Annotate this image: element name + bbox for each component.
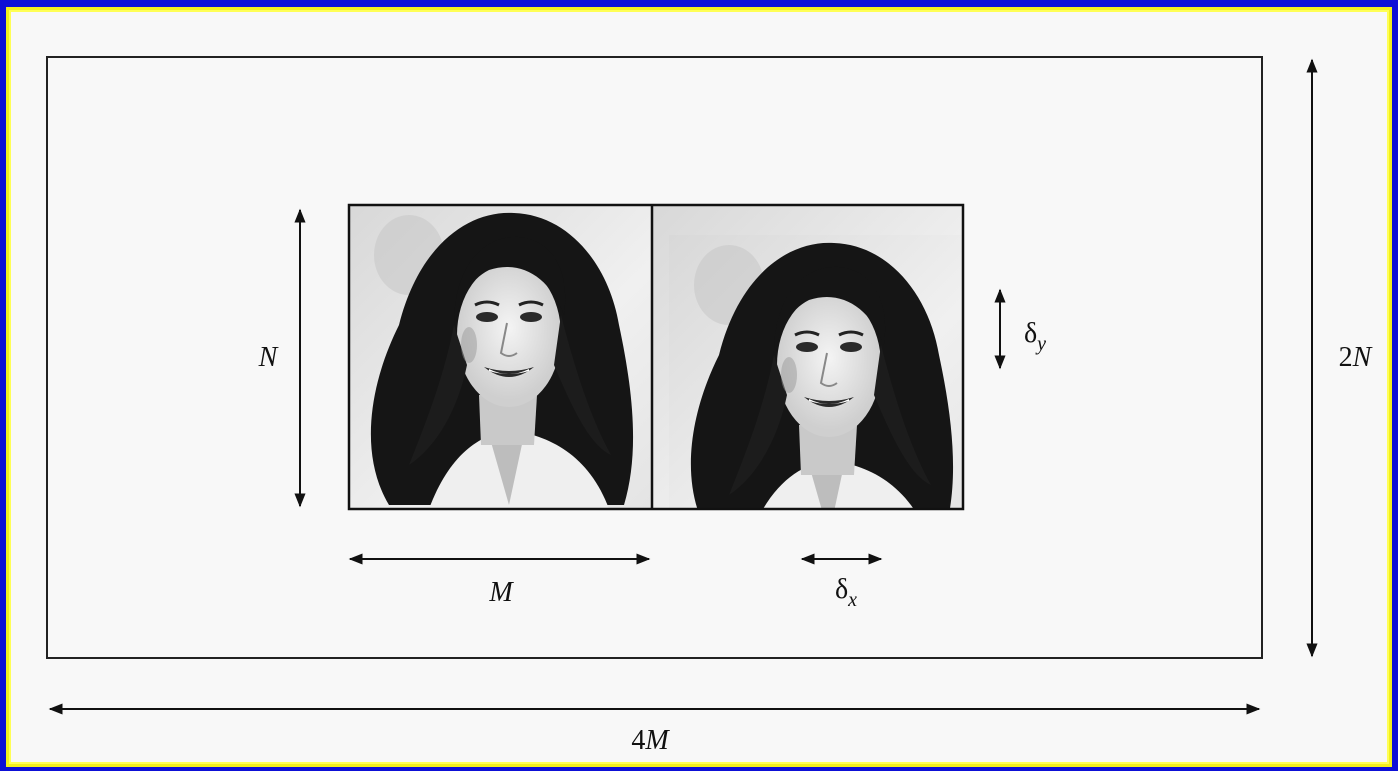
shift-x-label: δx [835,574,857,611]
image-pair-outline [347,203,965,511]
width-m-label: M [488,577,514,608]
shifted-image [653,205,962,509]
shift-y-label: δy [1024,318,1046,355]
slide-frame-highlight [9,10,1389,764]
reference-image [349,205,651,509]
outer-width-label: 4M [631,725,670,756]
height-n-label: N [258,342,279,373]
padded-canvas-outline [46,56,1263,659]
outer-height-label: 2N [1339,342,1373,373]
